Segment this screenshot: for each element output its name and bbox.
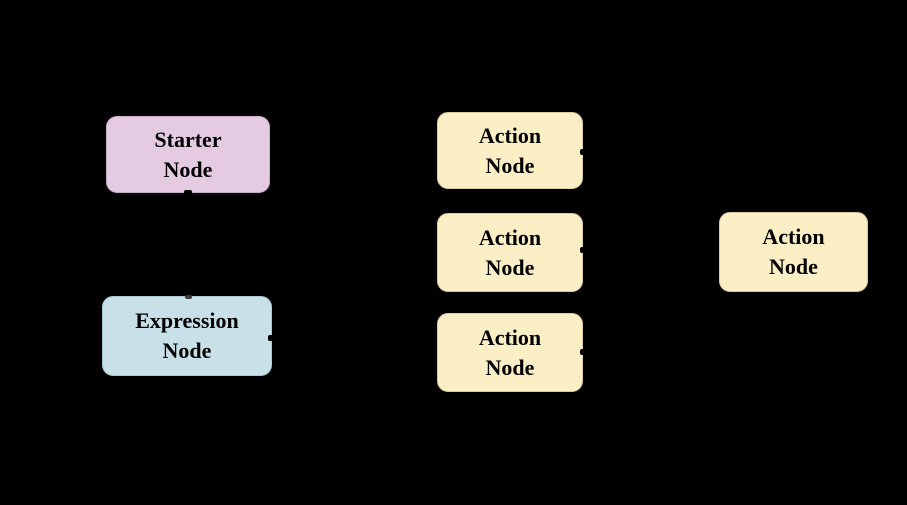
action-node-label-line1: Action (762, 224, 825, 249)
action-node-label-line2: Node (485, 354, 535, 380)
connector-arrow-tip (268, 335, 274, 341)
action-node-right: Action Node (719, 212, 868, 292)
starter-node: Starter Node (106, 116, 270, 193)
connector-arrow-tip (580, 247, 586, 253)
action-node-label-line1: Action (478, 324, 542, 350)
action-node-top-middle: Action Node (437, 112, 583, 189)
action-node-label-line2: Node (485, 152, 535, 178)
action-node-middle: Action Node (437, 213, 583, 292)
starter-node-label-line1: Starter (154, 126, 222, 152)
expression-node: Expression Node (102, 296, 272, 376)
connector-arrow-tip (184, 190, 192, 195)
connector-arrow-tip (185, 295, 192, 299)
expression-node-label-line1: Expression (135, 308, 239, 333)
action-node-bottom-middle: Action Node (437, 313, 583, 392)
action-node-label-line2: Node (485, 254, 535, 280)
starter-node-label-line2: Node (163, 156, 213, 182)
action-node-label-line1: Action (478, 224, 542, 250)
connector-arrow-tip (580, 149, 586, 155)
connector-arrow-tip (580, 349, 586, 355)
expression-node-label-line2: Node (162, 338, 212, 363)
action-node-label-line2: Node (769, 254, 818, 279)
action-node-label-line1: Action (478, 122, 542, 148)
